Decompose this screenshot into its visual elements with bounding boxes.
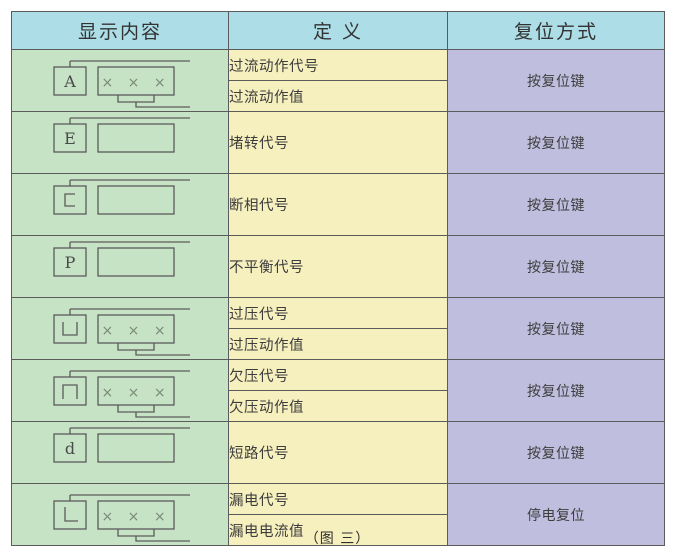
display-icon-phase-loss bbox=[12, 174, 228, 235]
code-letter: A bbox=[63, 72, 76, 91]
display-icon-overcurrent: A × × × bbox=[12, 53, 228, 109]
display-cell-phase-loss bbox=[11, 173, 229, 236]
display-icon-undervoltage: × × × bbox=[12, 363, 228, 419]
display-icon-short-circuit: d bbox=[12, 422, 228, 483]
definition-cell: 堵转代号 bbox=[228, 111, 448, 174]
column-header-definition: 定 义 bbox=[228, 11, 448, 50]
code-letter: P bbox=[65, 253, 76, 272]
table-row: E 堵转代号 按复位键 bbox=[11, 111, 665, 174]
lcd-display-icon: × × × bbox=[53, 307, 190, 356]
definition-cell: 欠压动作值 bbox=[228, 390, 448, 422]
definition-cell: 断相代号 bbox=[228, 173, 448, 236]
reset-cell: 按复位键 bbox=[447, 235, 665, 298]
value-placeholder: × × × bbox=[101, 323, 170, 339]
definition-cell: 过流动作代号 bbox=[228, 49, 448, 81]
lcd-display-icon: E bbox=[53, 117, 190, 153]
code-letter: d bbox=[65, 439, 75, 458]
definition-cell: 不平衡代号 bbox=[228, 235, 448, 298]
display-cell-overvoltage: × × × bbox=[11, 297, 229, 360]
definition-cell: 短路代号 bbox=[228, 421, 448, 484]
table-row: × × × 欠压代号 按复位键 bbox=[11, 359, 665, 422]
table-row: × × × 过压代号 按复位键 bbox=[11, 297, 665, 360]
table-row: 欠压动作值 bbox=[12, 390, 665, 422]
display-codes-table: 显示内容 定 义 复位方式 A × × × bbox=[11, 11, 665, 546]
table-row: 过压动作值 bbox=[12, 328, 665, 360]
definition-cell: 漏电代号 bbox=[228, 483, 448, 515]
figure-caption: （图 三） bbox=[304, 531, 371, 547]
display-cell-locked-rotor: E bbox=[11, 111, 229, 174]
display-cell-unbalance: P bbox=[11, 235, 229, 298]
definition-cell: 过压代号 bbox=[228, 297, 448, 329]
value-placeholder: × × × bbox=[101, 509, 170, 525]
table-row: d 短路代号 按复位键 bbox=[11, 421, 665, 484]
display-icon-unbalance: P bbox=[12, 236, 228, 297]
definition-cell: 漏电电流值 bbox=[228, 514, 448, 546]
reset-cell: 按复位键 bbox=[447, 359, 665, 422]
table-row: 断相代号 按复位键 bbox=[11, 173, 665, 236]
lcd-display-icon bbox=[53, 179, 190, 215]
display-icon-earth-leakage: × × × bbox=[12, 487, 228, 543]
code-letter: E bbox=[64, 129, 76, 148]
lcd-display-icon: d bbox=[53, 427, 190, 463]
reset-cell: 按复位键 bbox=[447, 173, 665, 236]
lcd-display-icon: × × × bbox=[53, 493, 190, 542]
definition-cell: 欠压代号 bbox=[228, 359, 448, 391]
column-header-reset-method: 复位方式 bbox=[447, 11, 665, 50]
table-body: A × × × 过流动作代号 按复位键 过流动作值 bbox=[11, 49, 665, 546]
display-icon-locked-rotor: E bbox=[12, 112, 228, 173]
code-glyph-overvoltage bbox=[62, 321, 78, 336]
table-row: × × × 漏电代号 停电复位 bbox=[11, 483, 665, 546]
display-cell-undervoltage: × × × bbox=[11, 359, 229, 422]
display-cell-earth-leakage: × × × bbox=[11, 483, 229, 546]
lcd-display-icon: × × × bbox=[53, 369, 190, 418]
reset-cell: 停电复位 bbox=[447, 483, 665, 546]
reset-cell: 按复位键 bbox=[447, 421, 665, 484]
lcd-display-icon: P bbox=[53, 241, 190, 277]
display-icon-overvoltage: × × × bbox=[12, 301, 228, 357]
code-glyph-phase-loss bbox=[64, 193, 75, 207]
display-cell-short-circuit: d bbox=[11, 421, 229, 484]
display-cell-overcurrent: A × × × bbox=[11, 49, 229, 112]
reset-cell: 按复位键 bbox=[447, 49, 665, 112]
reset-cell: 按复位键 bbox=[447, 111, 665, 174]
value-placeholder: × × × bbox=[101, 385, 170, 401]
reset-cell: 按复位键 bbox=[447, 297, 665, 360]
value-placeholder: × × × bbox=[101, 75, 170, 91]
table-header-row: 显示内容 定 义 复位方式 bbox=[11, 11, 665, 50]
code-glyph-undervoltage bbox=[62, 383, 78, 399]
table-row: 漏电电流值 bbox=[12, 514, 665, 546]
table-row: 过流动作值 bbox=[12, 80, 665, 112]
table-row: A × × × 过流动作代号 按复位键 bbox=[11, 49, 665, 112]
table-row: P 不平衡代号 按复位键 bbox=[11, 235, 665, 298]
definition-cell: 过压动作值 bbox=[228, 328, 448, 360]
column-header-display-content: 显示内容 bbox=[11, 11, 229, 50]
lcd-display-icon: A × × × bbox=[53, 59, 190, 108]
code-glyph-earth-leakage bbox=[64, 506, 78, 522]
definition-cell: 过流动作值 bbox=[228, 80, 448, 112]
